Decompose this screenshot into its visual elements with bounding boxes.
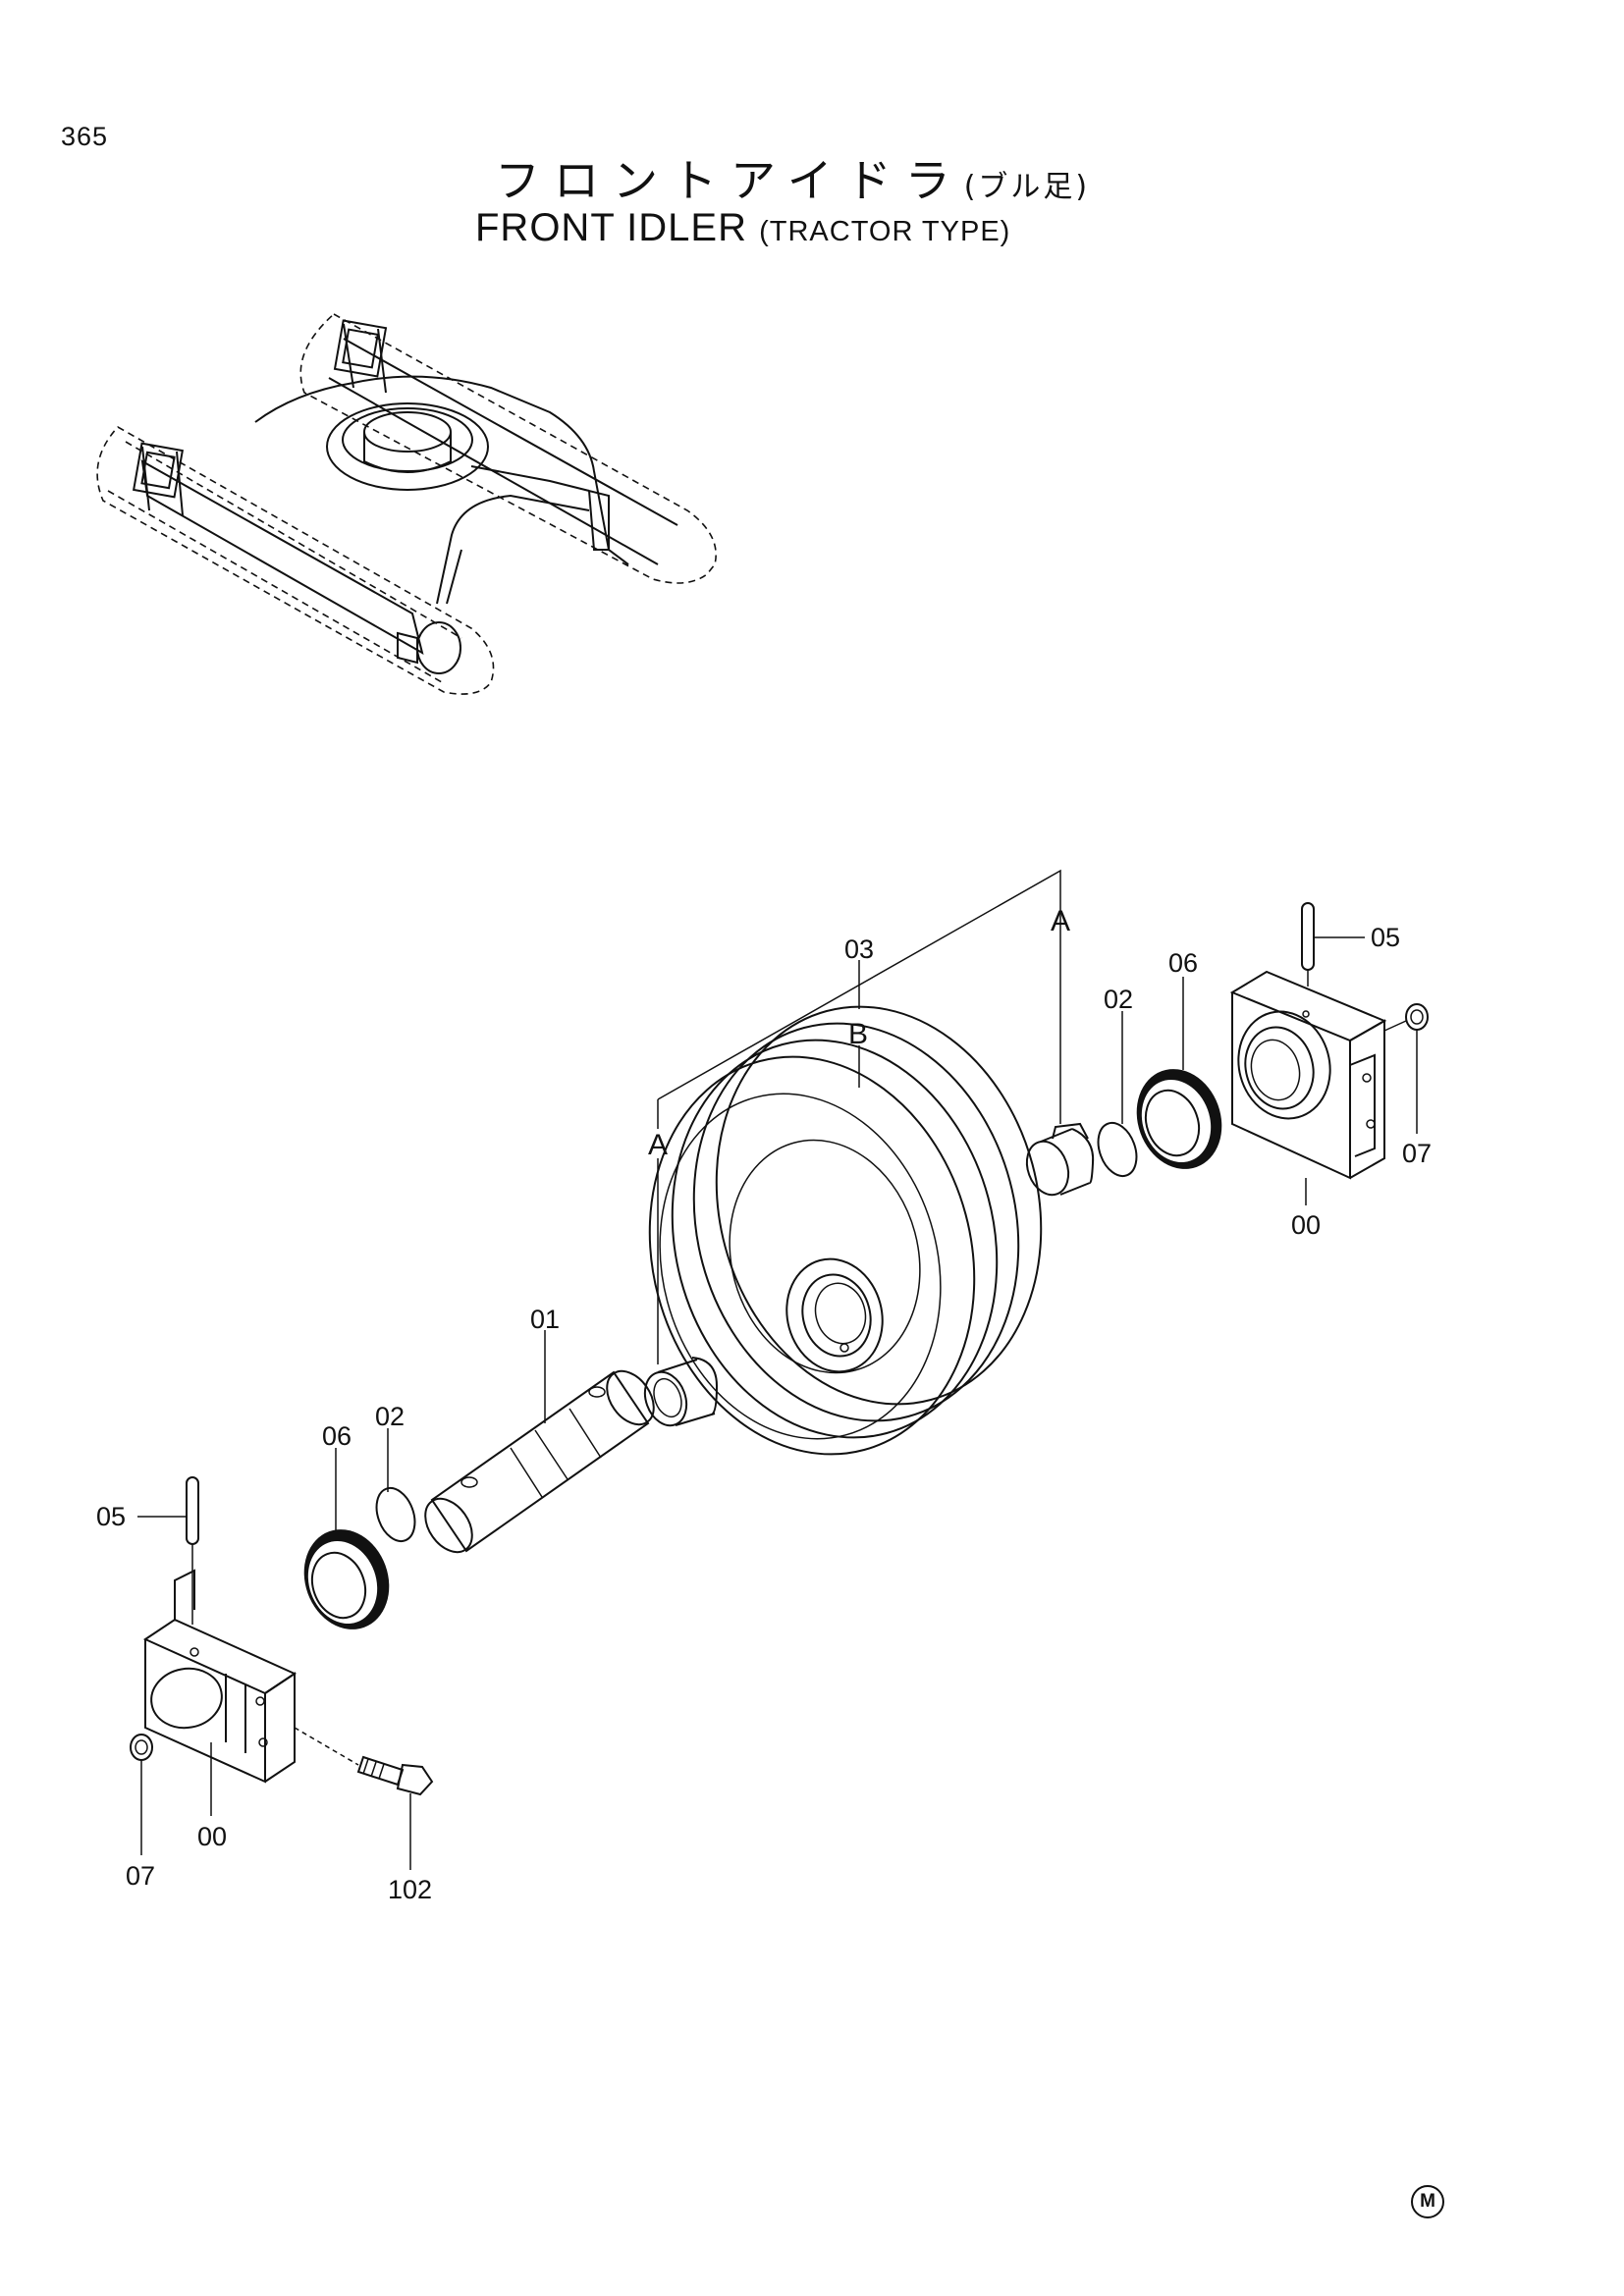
callout-06-left: 06 bbox=[322, 1421, 352, 1451]
callout-A-left: A bbox=[648, 1129, 668, 1161]
callout-07-right: 07 bbox=[1402, 1139, 1432, 1168]
floating-seal-right-part-06 bbox=[1136, 1069, 1222, 1169]
undercarriage-overview-illustration bbox=[96, 313, 717, 695]
callout-A-top: A bbox=[1051, 905, 1070, 937]
callout-00-left: 00 bbox=[197, 1822, 227, 1851]
title-japanese: フロントアイドラ(ブル足) bbox=[495, 145, 1090, 210]
title-english: FRONT IDLER (TRACTOR TYPE) bbox=[475, 206, 1010, 250]
title-japanese-main: フロントアイドラ bbox=[495, 154, 964, 207]
floating-seal-left-part-06 bbox=[303, 1529, 390, 1629]
title-japanese-sub: (ブル足) bbox=[963, 170, 1091, 204]
callout-labels: 03 B A A 02 06 05 07 00 01 06 02 05 07 0… bbox=[96, 905, 1432, 1904]
pin-right-part-05 bbox=[1301, 902, 1315, 987]
title-english-sub: (TRACTOR TYPE) bbox=[759, 216, 1011, 247]
o-ring-left-part-02 bbox=[375, 1486, 416, 1543]
bushing-right-A bbox=[1025, 1122, 1095, 1197]
plug-right-part-07 bbox=[1383, 1003, 1429, 1032]
callout-05-right: 05 bbox=[1371, 923, 1400, 952]
pin-left-part-05 bbox=[186, 1476, 199, 1625]
callout-02-right: 02 bbox=[1104, 985, 1133, 1014]
plug-left-part-07 bbox=[130, 1734, 153, 1761]
bolt-part-102 bbox=[294, 1727, 434, 1796]
o-ring-right-part-02 bbox=[1097, 1121, 1138, 1178]
leader-lines bbox=[137, 869, 1418, 1870]
bearing-block-right-part-00 bbox=[1229, 970, 1387, 1180]
callout-05-left: 05 bbox=[96, 1502, 126, 1531]
page-number: 365 bbox=[61, 122, 109, 151]
callout-07-left: 07 bbox=[126, 1861, 155, 1891]
footer-m-mark: M bbox=[1411, 2185, 1444, 2218]
callout-02-left: 02 bbox=[375, 1402, 405, 1431]
callout-01: 01 bbox=[530, 1305, 560, 1334]
bearing-block-left-part-00 bbox=[142, 1569, 298, 1784]
bushing-left-A bbox=[643, 1357, 719, 1427]
callout-06-right: 06 bbox=[1168, 948, 1198, 978]
title-english-main: FRONT IDLER bbox=[475, 206, 747, 249]
callout-102: 102 bbox=[388, 1875, 432, 1904]
callout-03: 03 bbox=[844, 934, 874, 964]
callout-00-right: 00 bbox=[1291, 1210, 1321, 1240]
shaft-part-01 bbox=[424, 1369, 655, 1554]
callout-B: B bbox=[848, 1018, 868, 1050]
